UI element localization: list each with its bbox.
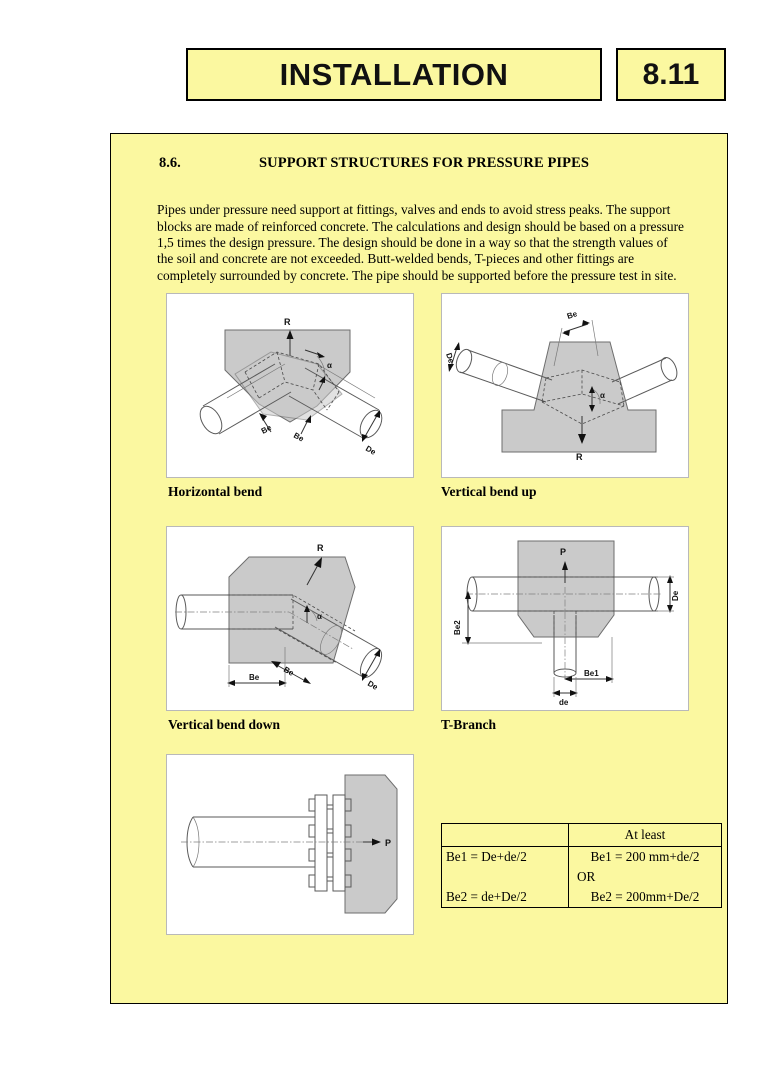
section-body-text: Pipes under pressure need support at fit… — [157, 202, 684, 283]
page-number: 8.11 — [642, 57, 700, 91]
label-P: P — [385, 838, 391, 848]
label-Be-right: Be — [292, 431, 306, 444]
cell-or-label: OR — [568, 867, 722, 887]
label-De: De — [366, 679, 380, 692]
figure-horizontal-bend: R α Be Be De — [166, 293, 414, 478]
label-De: De — [444, 352, 456, 365]
pipe-end-drawing: P — [181, 774, 398, 914]
vertical-bend-up-drawing: Be De α R — [444, 309, 678, 462]
table-row: Be2 = de+De/2 Be2 = 200mm+De/2 — [441, 887, 722, 908]
section-number: 8.6. — [159, 155, 181, 171]
cell-or-blank — [441, 867, 569, 887]
label-Be-horizontal: Be — [249, 673, 260, 682]
cell-be1-formula: Be1 = De+de/2 — [441, 846, 569, 867]
table-header-row: At least — [441, 823, 722, 847]
header-banner: INSTALLATION — [186, 48, 602, 101]
t-branch-drawing: P De Be2 Be1 de — [453, 540, 680, 707]
table-row: Be1 = De+de/2 Be1 = 200 mm+de/2 — [441, 846, 722, 867]
vertical-bend-down-drawing: R α Be Be De — [175, 543, 383, 692]
header-number-box: 8.11 — [616, 48, 726, 101]
cell-be2-formula: Be2 = de+De/2 — [441, 887, 569, 908]
label-Be-left: Be — [260, 423, 274, 436]
label-alpha: α — [600, 391, 605, 400]
figure-t-branch: P De Be2 Be1 de — [441, 526, 689, 711]
table-header-atleast: At least — [568, 823, 722, 847]
formula-table: At least Be1 = De+de/2 Be1 = 200 mm+de/2… — [441, 823, 722, 908]
horizontal-bend-drawing: R α Be Be De — [199, 317, 383, 457]
section-heading: 8.6. SUPPORT STRUCTURES FOR PRESSURE PIP… — [159, 155, 699, 172]
page-title: INSTALLATION — [279, 56, 509, 92]
label-alpha: α — [327, 361, 332, 370]
label-alpha: α — [317, 612, 322, 621]
content-panel: 8.6. SUPPORT STRUCTURES FOR PRESSURE PIP… — [110, 133, 728, 1004]
label-De: De — [364, 444, 378, 457]
figure-vertical-bend-up: Be De α R — [441, 293, 689, 478]
table-header-blank — [441, 823, 569, 847]
label-R: R — [317, 543, 324, 553]
figure-vertical-bend-down: R α Be Be De — [166, 526, 414, 711]
label-Be-angled: Be — [282, 665, 296, 678]
label-Be: Be — [566, 309, 579, 321]
caption-vertical-bend-up: Vertical bend up — [441, 484, 537, 499]
label-R: R — [576, 452, 583, 462]
table-row: OR — [441, 867, 722, 887]
caption-t-branch: T-Branch — [441, 717, 497, 732]
label-R: R — [284, 317, 291, 327]
label-de: de — [559, 698, 569, 707]
caption-horizontal-bend: Horizontal bend — [168, 484, 263, 499]
label-Be2: Be2 — [453, 620, 462, 635]
figure-pipe-end-blind-flange: P — [166, 754, 414, 935]
section-title: SUPPORT STRUCTURES FOR PRESSURE PIPES — [259, 155, 590, 171]
label-De: De — [671, 590, 680, 601]
label-Be1: Be1 — [584, 669, 599, 678]
cell-be2-atleast: Be2 = 200mm+De/2 — [568, 887, 722, 908]
label-P: P — [560, 547, 566, 557]
caption-vertical-bend-down: Vertical bend down — [168, 717, 281, 732]
cell-be1-atleast: Be1 = 200 mm+de/2 — [568, 846, 722, 867]
